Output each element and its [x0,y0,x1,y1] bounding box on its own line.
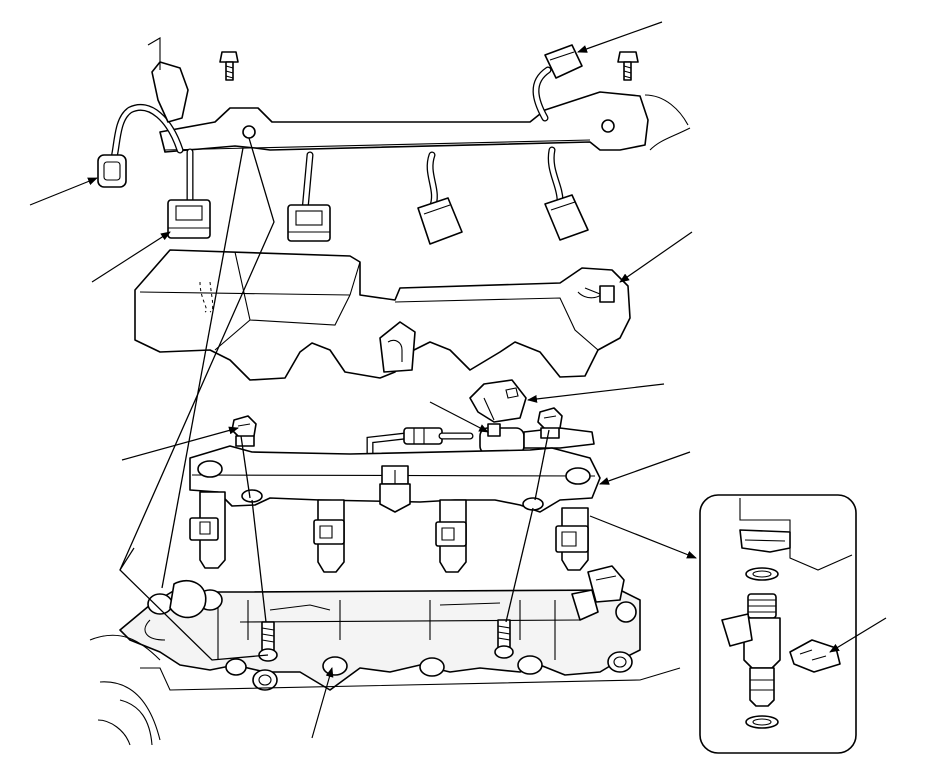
harness-bracket-bolt-left [219,51,256,139]
fuel-injector-2 [313,499,345,573]
quick-connect-retainer-clip [469,379,527,423]
leader-cylinder-head-left [119,547,135,571]
leader-harness-top-connector [577,21,663,53]
leader-injector-cover [619,231,693,283]
injector-detail-inset [699,494,857,754]
harness-bracket-bolt-right [601,51,639,133]
callout-leaders [29,21,887,739]
inset-injector [721,593,781,707]
fuel-injector-3 [435,499,467,573]
leader-fuel-rail [599,451,691,485]
harness-side-connector [97,154,127,188]
injector-connector-2 [287,204,331,242]
harness-top-connector [544,44,583,79]
intake-manifold [89,565,681,746]
injector-cover [134,249,631,381]
fuel-rail-bolt-left [231,415,257,447]
inset-injector-clip [789,639,841,673]
injector-connector-4 [544,194,589,241]
fuel-injector-4 [555,507,589,571]
leader-quick-connect [429,401,489,433]
injector-connector-1 [167,199,211,239]
wire-harness [97,37,691,245]
fuel-rail-assembly [189,379,601,513]
leader-rail-bolt [121,426,239,461]
fuel-rail-bolt-right [537,407,563,439]
fuel-injector-1 [189,491,226,569]
leader-injector-connector [91,231,171,283]
leader-inset-clip [829,617,887,653]
leader-harness-side-connector [29,177,98,206]
detail-arrow [589,515,697,559]
injector-connector-3 [417,197,463,245]
inset-o-ring-lower [745,715,779,729]
leader-intake-manifold [311,667,334,739]
inset-o-ring-upper [745,567,779,581]
leader-retainer-clip [527,383,665,403]
